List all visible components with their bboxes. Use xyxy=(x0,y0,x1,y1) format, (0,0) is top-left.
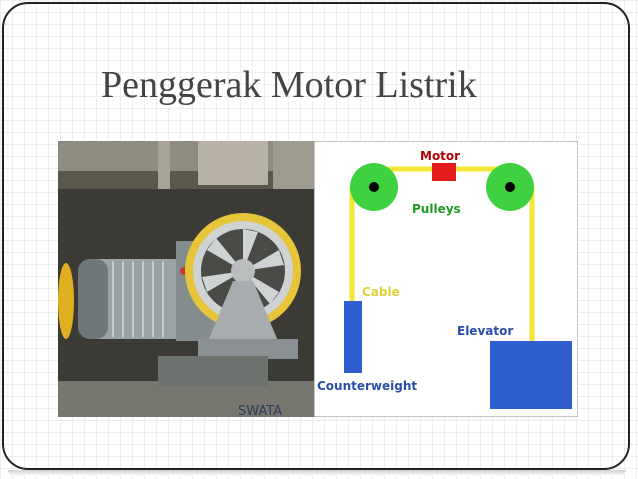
machine-base xyxy=(198,339,298,359)
elevator-motor-photo: SWATA xyxy=(58,141,314,417)
motor-box xyxy=(432,163,456,181)
elevator-diagram: Motor Pulleys Cable Elevator Counterweig… xyxy=(314,141,578,417)
sheave-stand xyxy=(208,281,278,341)
slide-edge-shadow xyxy=(8,470,626,476)
slide-title: Penggerak Motor Listrik xyxy=(101,64,477,106)
floor xyxy=(58,381,314,417)
pulley-right-axle xyxy=(505,182,515,192)
counterweight-block xyxy=(344,301,362,373)
wall-text: SWATA xyxy=(238,404,282,417)
elevator-car xyxy=(490,341,572,409)
motor-label: Motor xyxy=(420,149,460,163)
brake-disk xyxy=(58,263,74,339)
pulley-left-axle xyxy=(369,182,379,192)
motor-fins xyxy=(112,261,164,337)
counterweight-label: Counterweight xyxy=(317,379,417,393)
ceiling-panel xyxy=(198,141,268,185)
ceiling-bracket xyxy=(158,141,170,191)
pulleys-label: Pulleys xyxy=(412,202,461,216)
elevator-label: Elevator xyxy=(457,324,513,338)
sheave-spokes xyxy=(201,229,285,313)
slide-frame xyxy=(2,2,630,470)
motor-end-cap xyxy=(78,259,108,339)
support-frame xyxy=(158,356,268,386)
cable-label: Cable xyxy=(362,285,400,299)
